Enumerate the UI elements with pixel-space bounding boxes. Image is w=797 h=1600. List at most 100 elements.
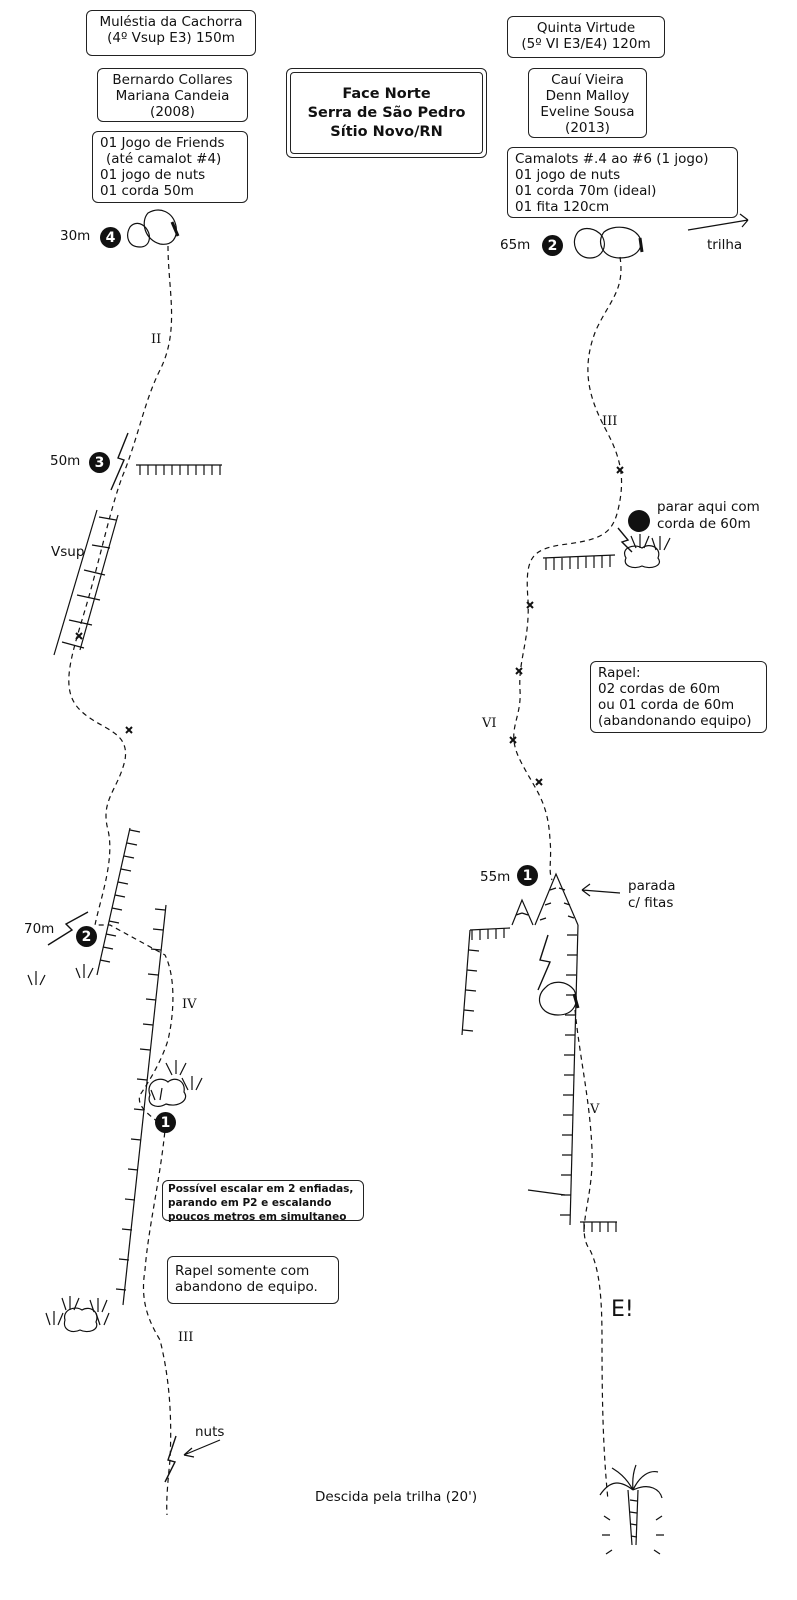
left-belay4-badge: 4 (100, 227, 121, 248)
wall-title-location: Sítio Novo/RN (330, 123, 443, 140)
left-crack-2 (47, 911, 89, 946)
right-gear-1: Camalots #.4 ao #6 (1 jogo) (515, 151, 709, 167)
left-belay2-length: 70m (24, 921, 55, 937)
nuts-label: nuts (195, 1424, 225, 1440)
bolt-marker (125, 726, 133, 734)
right-route-gear-box: Camalots #.4 ao #6 (1 jogo) 01 jogo de n… (507, 147, 738, 218)
left-route-line (68, 245, 174, 1516)
bolt-marker (515, 667, 523, 675)
left-route-authors-box: Bernardo Collares Mariana Candeia (2008) (97, 68, 248, 122)
right-fitas-2: c/ fitas (628, 895, 674, 911)
right-route-year: (2013) (565, 120, 610, 136)
right-grade-pitch1: V (590, 1102, 600, 1117)
left-route-gear-box: 01 Jogo de Friends (até camalot #4) 01 j… (92, 131, 248, 203)
right-grade-pitch-vi: VI (482, 716, 497, 731)
left-belay2-badge: 2 (76, 926, 97, 947)
trail-label: trilha (707, 237, 743, 253)
right-belay1-length: 55m (480, 869, 511, 885)
right-belay2-badge: 2 (542, 235, 563, 256)
right-crack-zigzag (537, 934, 551, 991)
left-author-1: Bernardo Collares (112, 72, 233, 88)
left-climb-note-1: Possível escalar em 2 enfiadas, (168, 1183, 354, 1195)
left-grade-pitch3: Vsup (51, 544, 85, 560)
left-slab-edge-upper (96, 827, 131, 976)
right-left-wall (461, 927, 511, 1036)
right-gear-4: 01 fita 120cm (515, 199, 610, 215)
right-ledge-bottom (527, 1189, 566, 1196)
left-crack-3 (110, 432, 129, 491)
right-route-line-lower (574, 1009, 609, 1501)
left-belay1-badge: 1 (155, 1112, 176, 1133)
left-grass-1 (27, 971, 46, 986)
right-pinnacle-small (511, 898, 534, 926)
right-belay2-boulder-b (599, 226, 642, 259)
right-crack-stop (617, 527, 633, 553)
left-rappel-note-1: Rapel somente com (175, 1263, 310, 1279)
right-gear-2: 01 jogo de nuts (515, 167, 621, 183)
wall-title-mountain: Serra de São Pedro (307, 104, 466, 121)
right-author-1: Cauí Vieira (551, 72, 624, 88)
exposure-mark: E! (611, 1297, 634, 1322)
bolt-marker (526, 601, 534, 609)
left-route-year: (2008) (150, 104, 195, 120)
palm-tree-fronds (599, 1464, 663, 1499)
right-rappel-box: Rapel: 02 cordas de 60m ou 01 corda de 6… (590, 661, 767, 733)
left-rappel-note-box: Rapel somente com abandono de equipo. (167, 1256, 339, 1304)
left-gear-1: 01 Jogo de Friends (100, 135, 225, 151)
nuts-arrow (183, 1439, 221, 1458)
right-rappel-3: ou 01 corda de 60m (598, 697, 735, 713)
left-belay4-boulder-b (143, 209, 177, 245)
left-gear-4: 01 corda 50m (100, 183, 194, 199)
wall-title-box: Face Norte Serra de São Pedro Sítio Novo… (286, 68, 487, 158)
left-grass-2 (75, 964, 94, 979)
descent-label: Descida pela trilha (20') (315, 1489, 478, 1505)
left-belay3-badge: 3 (89, 452, 110, 473)
stop-point-marker (628, 510, 650, 532)
left-gear-3: 01 jogo de nuts (100, 167, 206, 183)
left-grade-pitch1: III (178, 1330, 194, 1345)
right-pinnacle-main (534, 872, 579, 926)
right-belay1-badge: 1 (517, 865, 538, 886)
right-author-2: Denn Malloy (545, 88, 630, 104)
parada-arrow (581, 883, 621, 897)
wall-title-face: Face Norte (342, 85, 431, 102)
left-bush-belay1 (148, 1078, 187, 1107)
left-climb-note-3: poucos metros em simultaneo (168, 1211, 347, 1223)
left-crack-nuts (164, 1435, 177, 1483)
trail-arrow (687, 213, 749, 231)
left-belay4-boulder-a (127, 222, 150, 248)
left-gear-2: (até camalot #4) (106, 151, 222, 167)
left-belay3-length: 50m (50, 453, 81, 469)
left-route-name: Muléstia da Cachorra (99, 14, 243, 30)
right-stop-note-1: parar aqui com (657, 499, 760, 515)
right-gear-3: 01 corda 70m (ideal) (515, 183, 657, 199)
right-grade-pitch2: III (602, 414, 618, 429)
right-route-name-box: Quinta Virtude (5º VI E3/E4) 120m (507, 16, 665, 58)
right-rappel-2: 02 cordas de 60m (598, 681, 721, 697)
left-climb-note-box: Possível escalar em 2 enfiadas, parando … (162, 1180, 364, 1223)
right-route-name: Quinta Virtude (536, 20, 636, 36)
right-rappel-4: (abandonando equipo) (598, 713, 752, 729)
left-climb-note-2: parando em P2 e escalando (168, 1197, 332, 1209)
left-rappel-note-2: abandono de equipo. (175, 1279, 318, 1295)
right-stop-note: parar aqui com corda de 60m (657, 499, 760, 533)
right-boulder-wall (538, 981, 577, 1016)
right-route-authors-box: Cauí Vieira Denn Malloy Eveline Sousa (2… (528, 68, 647, 138)
left-bush-lower (63, 1307, 98, 1333)
bolt-marker (75, 632, 83, 640)
left-belay4-length: 30m (60, 228, 91, 244)
right-fitas-1: parada (628, 878, 676, 894)
right-author-3: Eveline Sousa (540, 104, 635, 120)
bolt-marker (535, 778, 543, 786)
right-route-line (513, 256, 623, 881)
left-author-2: Mariana Candeia (115, 88, 230, 104)
right-bush-stop (624, 545, 660, 569)
left-grade-pitch4: II (151, 332, 162, 347)
right-fitas-note: parada c/ fitas (628, 878, 676, 912)
right-rappel-1: Rapel: (598, 665, 641, 681)
bolt-marker (509, 736, 517, 744)
left-route-name-box: Muléstia da Cachorra (4º Vsup E3) 150m (86, 10, 256, 56)
right-stop-note-2: corda de 60m (657, 516, 751, 532)
left-route-grade: (4º Vsup E3) 150m (107, 30, 235, 46)
